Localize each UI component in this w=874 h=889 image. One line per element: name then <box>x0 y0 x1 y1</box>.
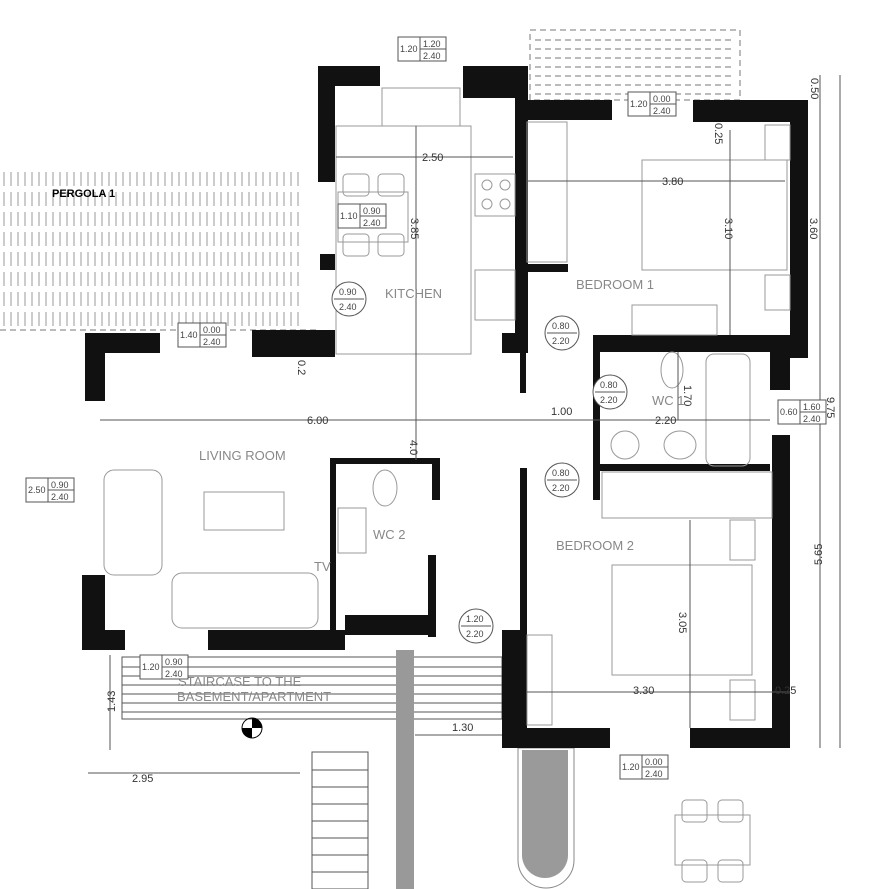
furniture <box>103 87 791 883</box>
svg-text:1.60: 1.60 <box>803 402 821 412</box>
svg-text:3.60: 3.60 <box>807 218 819 239</box>
staircase-label-1: STAIRCASE TO THE <box>178 674 302 689</box>
railing-bar <box>396 650 414 889</box>
svg-text:1.20: 1.20 <box>142 662 160 672</box>
svg-text:2.40: 2.40 <box>645 769 663 779</box>
svg-text:1.00: 1.00 <box>551 406 572 418</box>
svg-text:0.60: 0.60 <box>780 407 798 417</box>
svg-text:0.90: 0.90 <box>363 206 381 216</box>
svg-text:0.2: 0.2 <box>295 360 307 375</box>
svg-text:1.70: 1.70 <box>681 385 693 406</box>
bedroom2-label: BEDROOM 2 <box>556 538 634 553</box>
svg-text:0.00: 0.00 <box>645 757 663 767</box>
svg-text:2.40: 2.40 <box>803 414 821 424</box>
wc2-label: WC 2 <box>373 527 406 542</box>
balcony-top <box>529 29 741 101</box>
wc1-label: WC 1 <box>652 393 685 408</box>
svg-text:2.40: 2.40 <box>423 51 441 61</box>
svg-text:1.40: 1.40 <box>180 330 198 340</box>
svg-text:3.05: 3.05 <box>676 612 688 633</box>
svg-text:2.40: 2.40 <box>339 302 357 312</box>
svg-text:0.00: 0.00 <box>203 325 221 335</box>
svg-text:2.40: 2.40 <box>653 106 671 116</box>
svg-text:6.00: 6.00 <box>307 415 328 427</box>
svg-text:2.20: 2.20 <box>600 395 618 405</box>
window-tag: 1.20 0.90 2.40 <box>139 654 189 680</box>
pool <box>517 747 575 889</box>
svg-text:0.90: 0.90 <box>51 480 69 490</box>
dimension-labels: 2.50 3.85 3.80 3.10 0.25 0.50 3.60 9.75 … <box>106 78 836 785</box>
svg-text:3.85: 3.85 <box>408 218 420 239</box>
pergola-hatch <box>0 172 318 331</box>
svg-text:2.40: 2.40 <box>203 337 221 347</box>
door-tag: 1.20 2.20 <box>458 608 494 644</box>
svg-text:2.20: 2.20 <box>466 629 484 639</box>
svg-text:2.20: 2.20 <box>655 415 676 427</box>
svg-text:5.65: 5.65 <box>813 544 825 565</box>
svg-text:0.80: 0.80 <box>552 468 570 478</box>
svg-text:0.90: 0.90 <box>165 657 183 667</box>
door-tag: 0.80 2.20 <box>592 374 628 410</box>
stair-steps <box>311 751 369 889</box>
svg-text:2.40: 2.40 <box>51 492 69 502</box>
door-tag: 0.90 2.40 <box>331 281 367 317</box>
pool-water <box>522 750 568 878</box>
svg-text:0.50: 0.50 <box>808 78 820 99</box>
svg-text:2.20: 2.20 <box>552 336 570 346</box>
svg-text:2.40: 2.40 <box>165 669 183 679</box>
window-tag: 1.10 0.90 2.40 <box>337 203 387 229</box>
svg-text:0.80: 0.80 <box>552 321 570 331</box>
tv-label: TV <box>314 559 331 574</box>
living-room-label: LIVING ROOM <box>199 448 286 463</box>
svg-text:0.90: 0.90 <box>339 287 357 297</box>
window-tag: 0.60 1.60 2.40 <box>777 399 827 425</box>
svg-text:3.30: 3.30 <box>633 685 654 697</box>
svg-text:0.80: 0.80 <box>600 380 618 390</box>
svg-text:2.50: 2.50 <box>28 485 46 495</box>
window-tag: 1.20 0.00 2.40 <box>627 91 677 117</box>
window-tag: 1.20 0.00 2.40 <box>619 754 669 780</box>
svg-text:1.20: 1.20 <box>400 44 418 54</box>
svg-text:1.43: 1.43 <box>106 691 118 712</box>
walls <box>82 66 808 748</box>
svg-text:2.40: 2.40 <box>363 218 381 228</box>
svg-text:2.50: 2.50 <box>422 152 443 164</box>
window-tag: 2.50 0.90 2.40 <box>25 477 75 503</box>
svg-text:1.10: 1.10 <box>340 211 358 221</box>
svg-text:1.20: 1.20 <box>423 39 441 49</box>
svg-text:9.75: 9.75 <box>824 397 836 418</box>
svg-text:0.25: 0.25 <box>775 685 796 697</box>
svg-text:1.20: 1.20 <box>622 762 640 772</box>
svg-text:2.95: 2.95 <box>132 773 153 785</box>
dimension-lines <box>88 75 841 774</box>
window-tag: 1.40 0.00 2.40 <box>177 322 227 348</box>
pergola-label: PERGOLA 1 <box>52 188 115 200</box>
svg-text:1.20: 1.20 <box>466 614 484 624</box>
svg-text:4.0: 4.0 <box>407 440 419 455</box>
svg-text:1.20: 1.20 <box>630 99 648 109</box>
svg-text:2.20: 2.20 <box>552 483 570 493</box>
bedroom1-label: BEDROOM 1 <box>576 277 654 292</box>
svg-text:0.00: 0.00 <box>653 94 671 104</box>
svg-text:1.30: 1.30 <box>452 722 473 734</box>
svg-text:3.10: 3.10 <box>722 218 734 239</box>
svg-text:0.25: 0.25 <box>712 123 724 144</box>
staircase-label-2: BASEMENT/APARTMENT <box>177 689 331 704</box>
svg-text:3.80: 3.80 <box>662 176 683 188</box>
window-tag: 1.20 1.20 2.40 <box>397 36 447 62</box>
door-tag: 0.80 2.20 <box>544 462 580 498</box>
kitchen-label: KITCHEN <box>385 286 442 301</box>
door-tag: 0.80 2.20 <box>544 315 580 351</box>
